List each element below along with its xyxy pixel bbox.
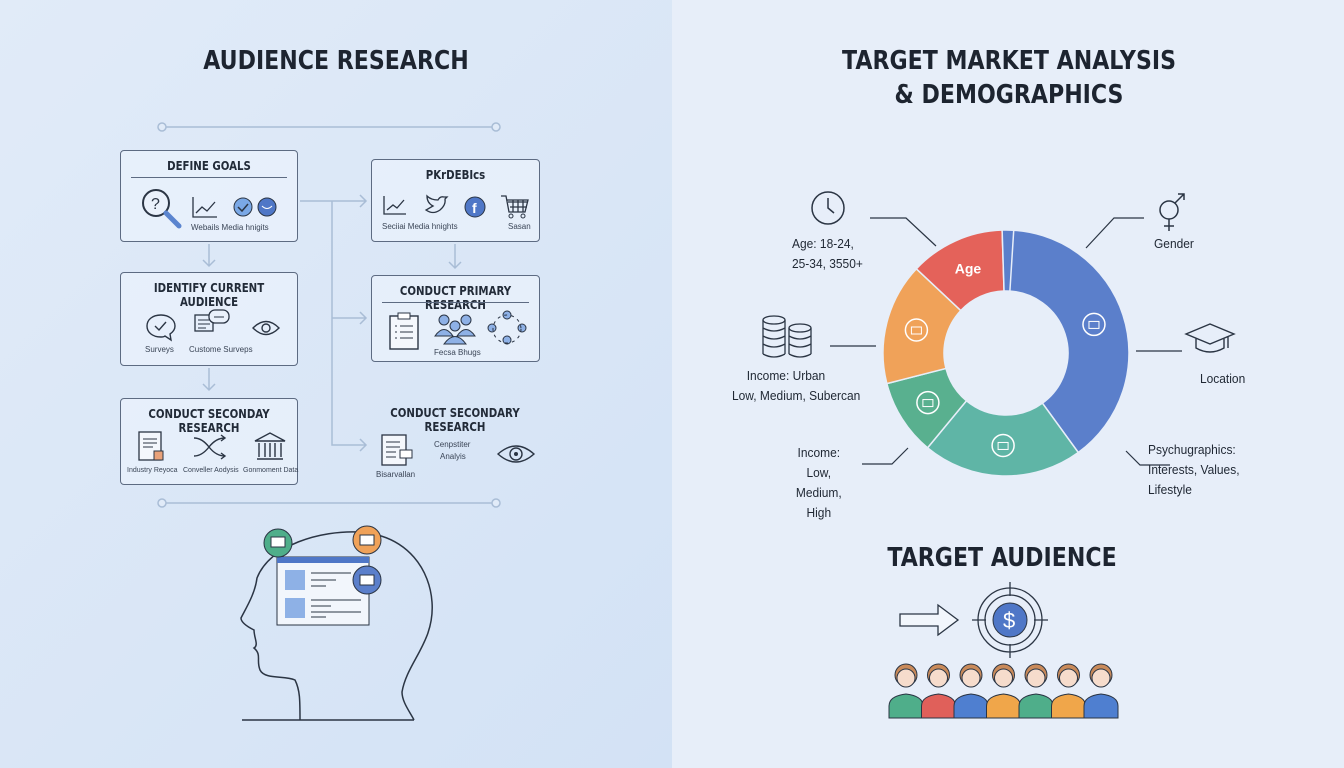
arrow-right-icon — [899, 603, 960, 637]
income-line-1: Income: — [797, 445, 841, 460]
donut-segment — [1005, 229, 1130, 454]
person-icon — [1083, 663, 1119, 719]
coin-stacks-icon — [762, 315, 812, 358]
define-goals-title: DEFINE GOALS — [167, 159, 251, 173]
income-callout: Income: Low, Medium, High — [782, 443, 856, 523]
dollar-coin-icon — [904, 318, 929, 342]
identify-current-audience-box: IDENTIFY CURRENT AUDIENCE Surveys Custom… — [120, 272, 298, 366]
location-pin-icon — [916, 390, 940, 415]
psycho-line-3: Lifestyle — [1148, 482, 1192, 497]
age-line-2: 25-34, 3550+ — [792, 256, 863, 271]
psychographics-callout: Psychugraphics: Interests, Values, Lifesty… — [1148, 440, 1240, 500]
facebook-icon: f — [464, 196, 486, 218]
conduct-secondary-research-box: CONDUCT SECONDAY RESEARCH Industry Reyoc… — [120, 398, 298, 485]
analysis-caption: Analyis — [440, 452, 466, 461]
clock-icon — [811, 191, 845, 225]
audience-research-title: AUDIENCE RESEARCH — [203, 46, 469, 76]
income-line-2: Low, Medium, — [795, 465, 842, 500]
graduation-cap-icon — [1184, 323, 1236, 353]
network-people-icon — [487, 310, 527, 345]
pkrdebics-box: PKrDEBIcs f Seciiai Media hnights Sasan — [371, 159, 540, 242]
clipboard-icon — [389, 312, 419, 350]
magnifier-question-icon: ? — [142, 189, 182, 229]
gender-symbol-icon — [1159, 193, 1185, 231]
audience-research-panel: AUDIENCE RESEARCH DEFINE GOALS ? Webails… — [0, 0, 672, 768]
bird-circle-icon — [257, 197, 277, 217]
callout-lines — [830, 217, 1182, 466]
person-icon — [953, 663, 989, 719]
competitor-analysis-caption: Conveller Aodysis — [183, 467, 239, 474]
income-line-3: High — [806, 505, 832, 520]
person-icon — [1018, 663, 1054, 719]
observation-caption: Bisarvallan — [376, 470, 416, 479]
secondary-right-title: CONDUCT SECONDARY RESEARCH — [390, 406, 520, 434]
psycho-line-2: Interests, Values, — [1148, 462, 1240, 477]
svg-text:f: f — [472, 200, 477, 216]
eye-icon — [496, 445, 536, 463]
demographics-donut: Age — [882, 229, 1130, 477]
age-callout: Age: 18-24, 25-34, 3550+ — [792, 234, 863, 274]
define-goals-caption: Webails Media hnigits — [191, 223, 269, 232]
government-data-caption: Gonmoment Data — [243, 467, 299, 474]
pkrdebics-title: PKrDEBIcs — [425, 168, 486, 182]
title-line-1: TARGET MARKET ANALYSIS — [842, 46, 1176, 76]
primary-title: CONDUCT PRIMARY RESEARCH — [399, 284, 512, 312]
bank-icon — [254, 432, 286, 460]
donut-segment — [926, 399, 1080, 477]
competitor-caption: Cenpstiter — [434, 440, 471, 449]
shopping-cart-icon — [501, 195, 529, 219]
segment-label: Age — [955, 261, 982, 277]
svg-text:?: ? — [151, 196, 160, 213]
title-line-2: & DEMOGRAPHICS — [894, 80, 1124, 110]
target-market-panel: TARGET MARKET ANALYSIS & DEMOGRAPHICS Ag… — [672, 0, 1344, 768]
twitter-bird-icon — [424, 194, 449, 214]
person-icon — [986, 663, 1021, 719]
target-dollar-icon: $ — [972, 582, 1048, 658]
group-icon — [434, 314, 476, 345]
eye-icon — [252, 320, 280, 336]
flow-connectors — [157, 122, 501, 508]
location-callout: Location — [1200, 371, 1246, 386]
customer-surveys-caption: Custome Surveps — [189, 345, 253, 354]
social-media-insights-caption: Seciiai Media hnights — [382, 222, 458, 231]
person-icon — [921, 663, 956, 719]
target-audience-title: TARGET AUDIENCE — [887, 543, 1117, 573]
gender-icon — [1082, 312, 1106, 337]
shuffle-arrows-icon — [193, 434, 227, 460]
income-urban-line-2: Low, Medium, Subercan — [732, 388, 861, 403]
age-line-1: Age: 18-24, — [792, 236, 854, 251]
head-profile-illustration — [240, 525, 433, 721]
document-chart-icon — [381, 434, 413, 466]
person-icon — [1051, 663, 1086, 719]
sales-caption: Sasan — [508, 222, 531, 231]
secondary-left-title: CONDUCT SECONDAY RESEARCH — [148, 407, 270, 435]
document-icon — [138, 431, 164, 461]
check-circle-icon — [233, 197, 253, 217]
focus-groups-caption: Fecsa Bhugs — [434, 348, 481, 357]
income-urban-line-1: Income: Urban — [746, 368, 826, 383]
svg-text:$: $ — [1003, 608, 1015, 633]
surveys-caption: Surveys — [145, 345, 174, 354]
identify-title: IDENTIFY CURRENT AUDIENCE — [153, 281, 265, 309]
industry-reports-caption: Industry Reyoca — [127, 467, 178, 474]
gender-callout: Gender — [1154, 236, 1194, 251]
person-icon — [888, 663, 924, 719]
define-goals-box: DEFINE GOALS ? Webails Media hnigits — [120, 150, 298, 242]
psycho-line-1: Psychugraphics: — [1148, 442, 1236, 457]
people-group — [888, 663, 1119, 719]
chat-check-icon — [146, 314, 176, 342]
briefcase-icon — [991, 433, 1015, 458]
chat-bubbles-icon — [194, 309, 230, 332]
line-chart-icon — [192, 197, 217, 218]
line-chart-icon — [383, 196, 406, 215]
target-market-title: TARGET MARKET ANALYSIS & DEMOGRAPHICS — [833, 44, 1185, 112]
conduct-primary-research-box: CONDUCT PRIMARY RESEARCH Fecsa Bhugs — [371, 275, 540, 362]
donut-segment — [1001, 229, 1015, 292]
